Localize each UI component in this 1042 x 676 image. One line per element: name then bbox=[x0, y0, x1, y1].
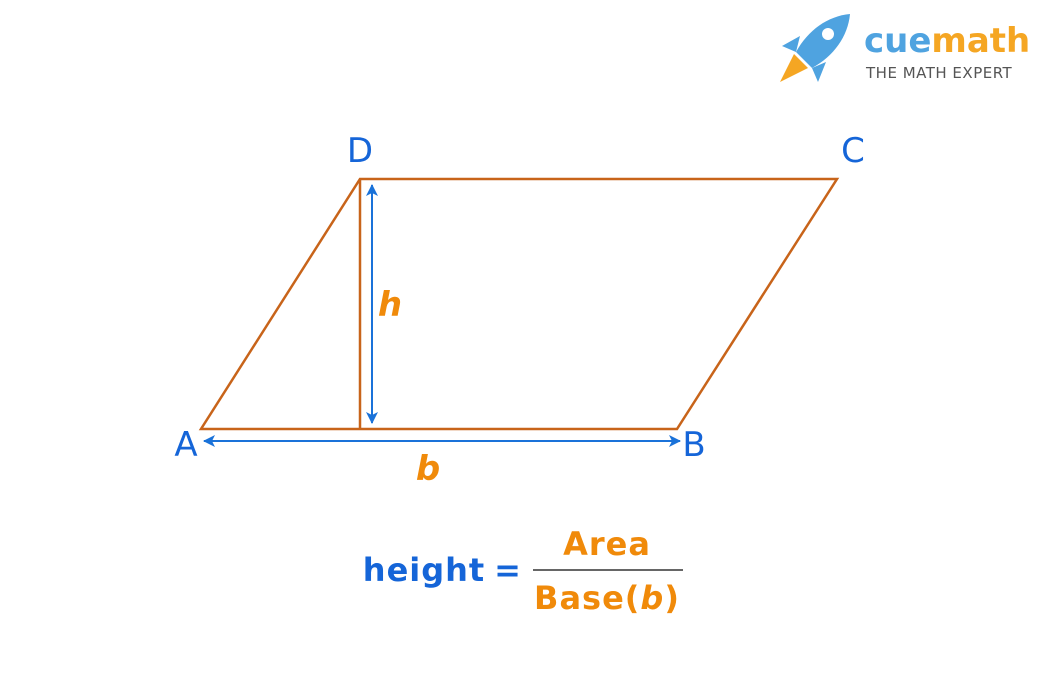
logo-word-cue: cue bbox=[864, 21, 931, 61]
vertex-label-b: B bbox=[682, 425, 705, 465]
formula-lhs: height bbox=[363, 551, 485, 589]
formula-denominator-close: ) bbox=[664, 579, 680, 617]
formula-denominator-word: Base( bbox=[534, 579, 640, 617]
height-formula: height = Area Base(b) bbox=[363, 525, 683, 617]
vertex-label-a: A bbox=[174, 425, 197, 465]
vertex-label-d: D bbox=[347, 131, 373, 171]
formula-numerator: Area bbox=[563, 525, 651, 563]
formula-denominator: Base(b) bbox=[534, 579, 680, 617]
base-label: b bbox=[416, 449, 440, 489]
logo-tagline: THE MATH EXPERT bbox=[865, 64, 1013, 82]
height-label: h bbox=[378, 285, 402, 325]
vertex-label-c: C bbox=[841, 131, 865, 171]
rocket-icon bbox=[780, 14, 850, 82]
formula-equals: = bbox=[494, 551, 522, 589]
logo-wordmark: cuemath bbox=[864, 21, 1030, 61]
cuemath-logo: cuemath THE MATH EXPERT bbox=[780, 14, 1030, 82]
parallelogram-outline bbox=[198, 177, 840, 431]
formula-denominator-var: b bbox=[640, 579, 664, 617]
logo-word-math: math bbox=[931, 21, 1030, 61]
